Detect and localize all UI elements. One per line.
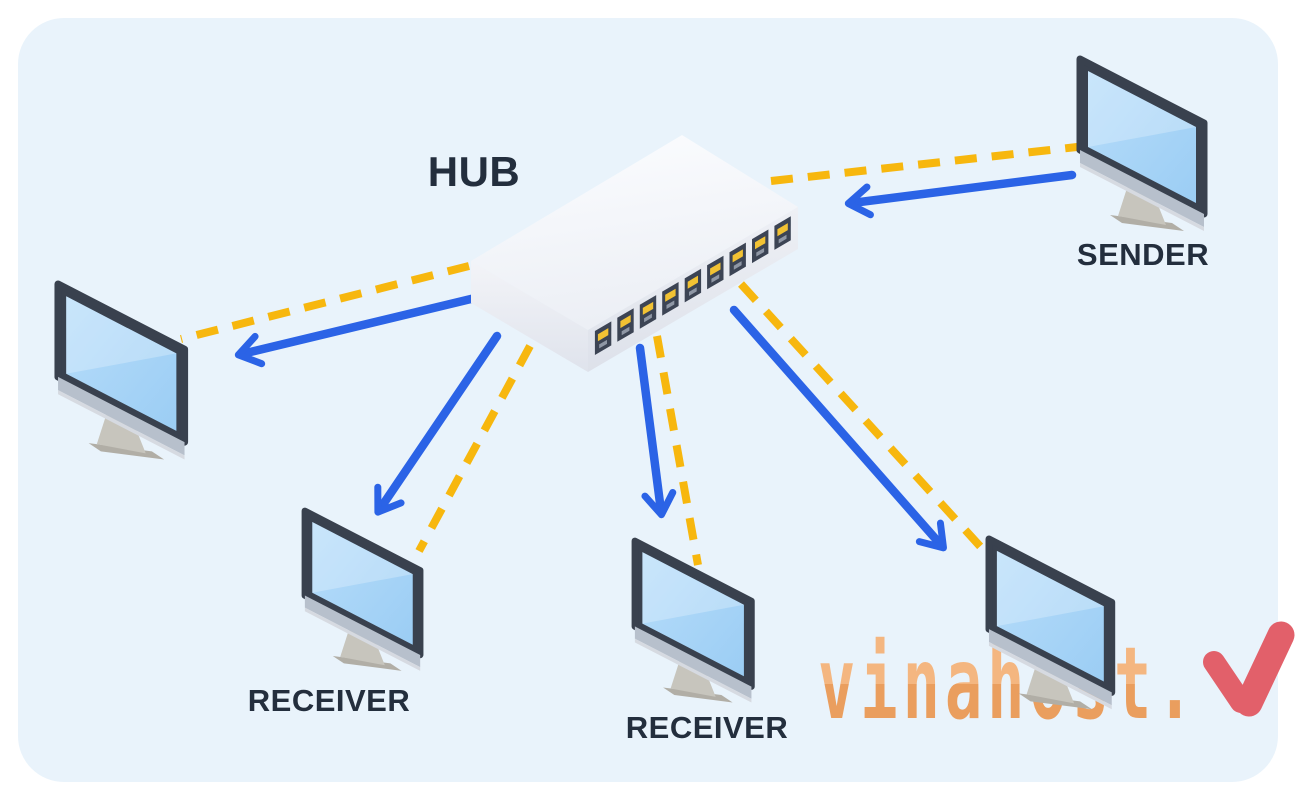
cable-hub-computer-left	[180, 262, 470, 343]
cable-hub-receiver-bottom-middle	[653, 335, 702, 566]
check-logo-long-stroke	[1235, 621, 1295, 717]
flow-hub-to-receiver-bottom-left-arrow	[374, 331, 502, 516]
ethernet-port-connector	[755, 236, 766, 250]
ethernet-port-connector	[642, 301, 654, 315]
check-logo-short-stroke	[1203, 651, 1252, 713]
computer-receiver-bottom-middle	[635, 541, 752, 703]
receiver-bottom-left-label: RECEIVER	[247, 683, 411, 718]
ethernet-port-latch	[778, 234, 787, 244]
ethernet-port-latch	[711, 274, 720, 283]
ethernet-port-latch	[733, 261, 742, 270]
hub-label: HUB	[427, 148, 521, 195]
cable-hub-receiver-bottom-left	[415, 344, 534, 553]
flow-sender-to-hub-arrow	[844, 170, 1077, 219]
cable-sender-hub	[770, 143, 1078, 185]
ethernet-port-connector	[710, 262, 721, 276]
ethernet-port-connector	[732, 249, 743, 263]
ethernet-port-latch	[666, 300, 675, 309]
hub-top-face	[471, 135, 798, 330]
receiver-bottom-middle-label: RECEIVER	[625, 710, 789, 745]
ethernet-port-latch	[621, 326, 630, 336]
cable-hub-receiver-bottom-right	[738, 281, 991, 558]
sender-label: SENDER	[1076, 237, 1210, 272]
ethernet-port-latch	[599, 339, 607, 349]
hub-left-face	[471, 261, 588, 372]
flow-hub-to-receiver-bottom-right-arrow	[729, 305, 947, 552]
ethernet-port-connector	[687, 275, 698, 289]
ethernet-port-latch	[756, 248, 765, 257]
flow-hub-to-computer-left-arrow	[234, 287, 505, 368]
hub-ethernet-ports	[594, 216, 791, 355]
ethernet-port-connector	[665, 288, 676, 302]
vinahost-check-logo	[1203, 621, 1295, 717]
computer-left	[58, 284, 184, 459]
ethernet-port-connector	[777, 223, 788, 237]
cable-lines	[180, 143, 1078, 566]
ethernet-port-latch	[644, 313, 652, 323]
data-flow-arrows	[234, 170, 1077, 552]
computer-receiver-bottom-left	[305, 511, 420, 671]
hub-device	[471, 135, 798, 372]
ethernet-port-latch	[689, 287, 697, 296]
computer-sender	[1080, 59, 1204, 231]
ethernet-port-connector	[620, 315, 631, 329]
flow-hub-to-receiver-bottom-middle-arrow	[635, 343, 677, 519]
computer-receiver-bottom-right	[989, 539, 1112, 709]
ethernet-port-connector	[597, 328, 609, 342]
